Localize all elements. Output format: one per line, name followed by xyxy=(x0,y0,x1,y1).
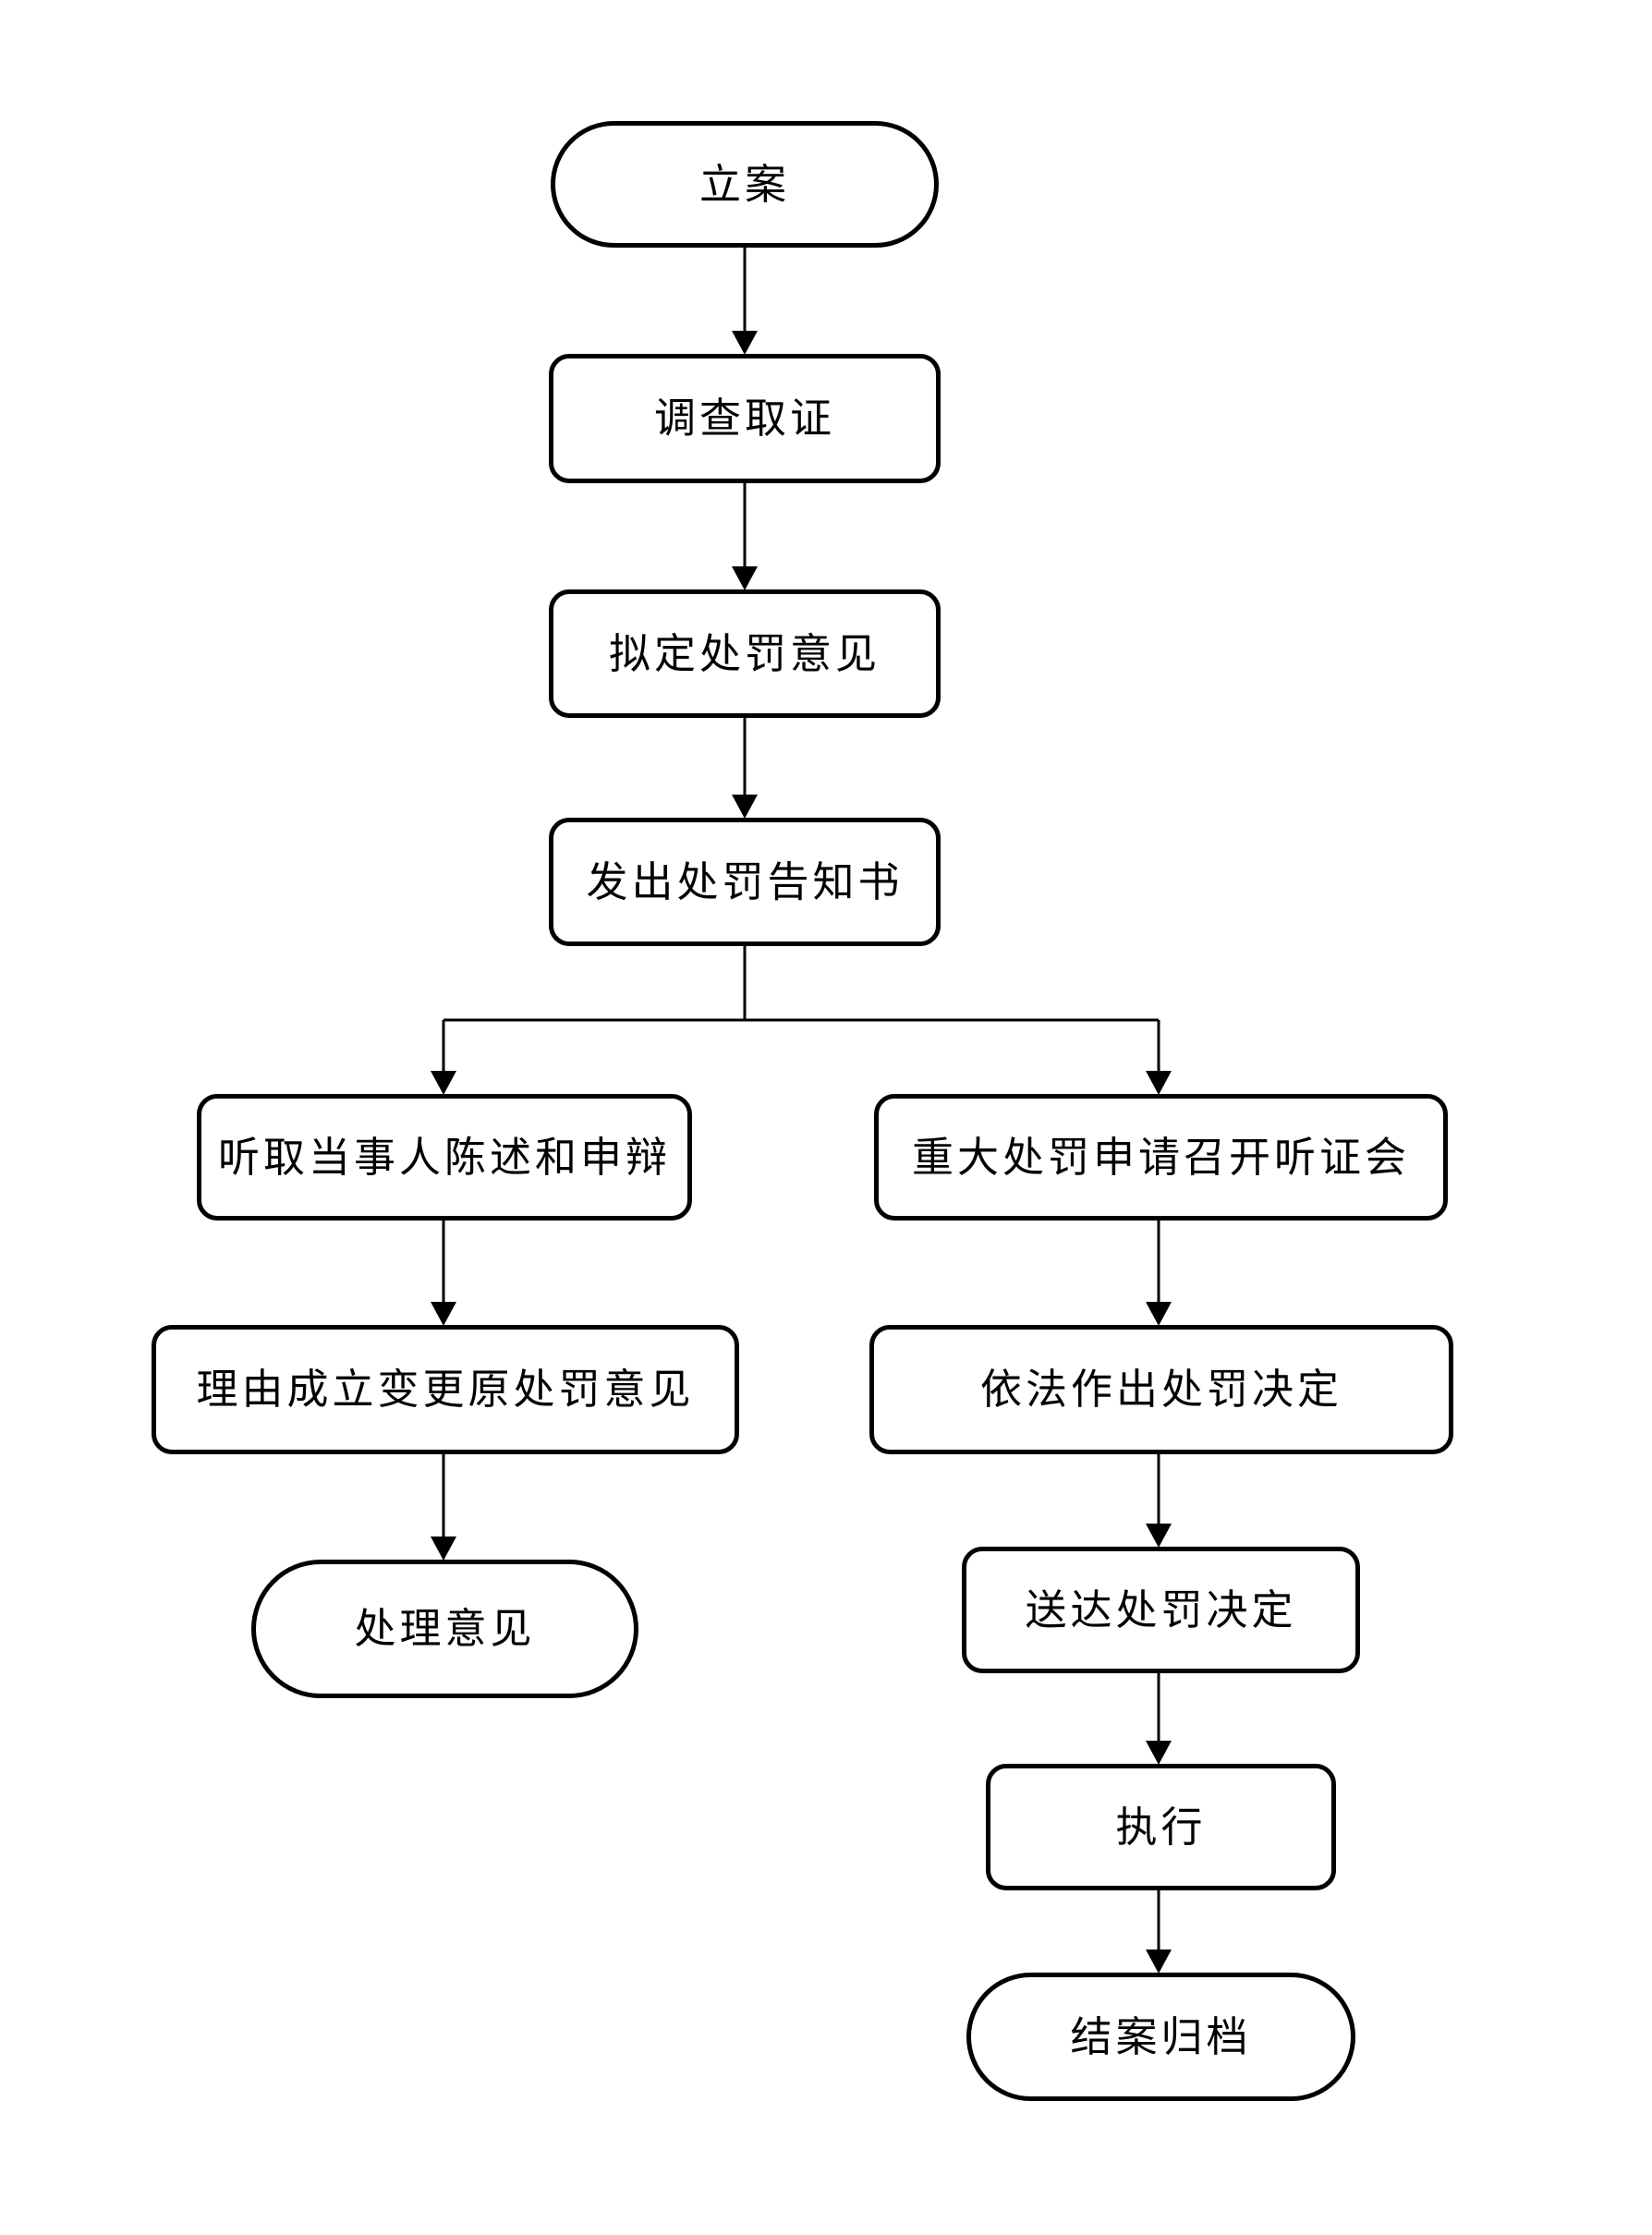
node-label: 结案归档 xyxy=(1070,2013,1252,2060)
node-label: 重大处罚申请召开听证会 xyxy=(911,1134,1410,1181)
node-hear-statement-defense: 听取当事人陈述和申辩 xyxy=(197,1094,692,1221)
node-make-penalty-decision: 依法作出处罚决定 xyxy=(869,1325,1453,1454)
node-label: 立案 xyxy=(698,161,790,208)
arrowhead-icon xyxy=(732,795,758,819)
arrowhead-icon xyxy=(431,1302,456,1326)
arrowhead-icon xyxy=(1146,1950,1172,1974)
arrowhead-icon xyxy=(431,1071,456,1095)
arrowhead-icon xyxy=(431,1537,456,1561)
node-investigation: 调查取证 xyxy=(549,354,941,483)
node-label: 拟定处罚意见 xyxy=(608,630,881,677)
node-label: 处理意见 xyxy=(354,1606,536,1652)
node-execution: 执行 xyxy=(986,1764,1336,1890)
arrowhead-icon xyxy=(1146,1302,1172,1326)
arrowhead-icon xyxy=(732,331,758,355)
node-case-filing: 立案 xyxy=(551,121,939,248)
node-handling-opinion: 处理意见 xyxy=(251,1560,638,1698)
node-label: 送达处罚决定 xyxy=(1025,1586,1297,1634)
node-major-penalty-hearing: 重大处罚申请召开听证会 xyxy=(874,1094,1448,1221)
node-label: 听取当事人陈述和申辩 xyxy=(217,1134,671,1181)
arrowhead-icon xyxy=(732,566,758,590)
node-label: 执行 xyxy=(1115,1804,1207,1851)
node-label: 理由成立变更原处罚意见 xyxy=(196,1367,695,1413)
node-close-and-archive: 结案归档 xyxy=(966,1973,1355,2101)
node-label: 发出处罚告知书 xyxy=(586,858,904,905)
arrowhead-icon xyxy=(1146,1071,1172,1095)
arrowhead-icon xyxy=(1146,1524,1172,1548)
node-amend-penalty-opinion: 理由成立变更原处罚意见 xyxy=(152,1325,739,1454)
connector-notice-branch-tee xyxy=(442,946,1160,1075)
node-label: 调查取证 xyxy=(653,395,835,442)
node-draft-penalty-opinion: 拟定处罚意见 xyxy=(549,589,941,718)
node-label: 依法作出处罚决定 xyxy=(979,1367,1342,1413)
arrowhead-icon xyxy=(1146,1741,1172,1765)
node-deliver-penalty-decision: 送达处罚决定 xyxy=(962,1547,1360,1673)
node-penalty-notice: 发出处罚告知书 xyxy=(549,818,941,946)
